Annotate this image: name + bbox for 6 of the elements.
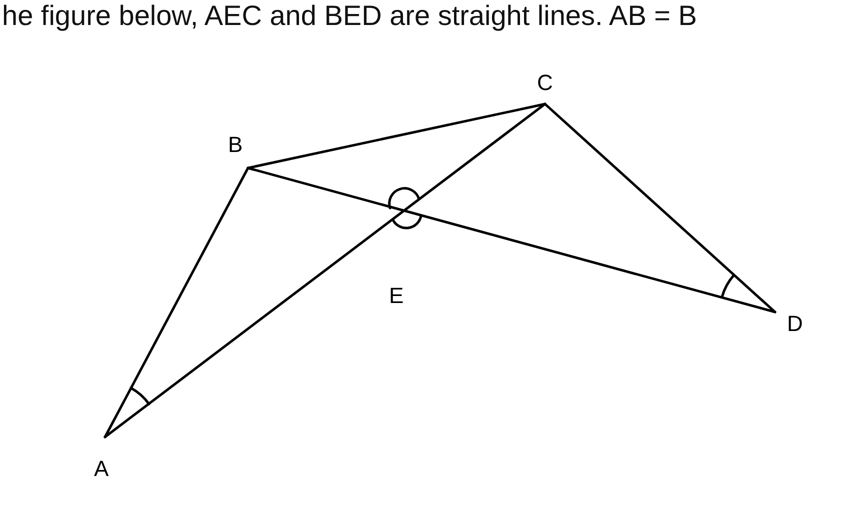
point-label: C bbox=[537, 72, 553, 94]
point-label: B bbox=[228, 134, 243, 156]
point-label: A bbox=[94, 458, 109, 480]
question-text: he figure below, AEC and BED are straight lines. AB = B bbox=[2, 1, 697, 32]
point-label: E bbox=[389, 285, 404, 307]
point-label: D bbox=[787, 313, 803, 335]
